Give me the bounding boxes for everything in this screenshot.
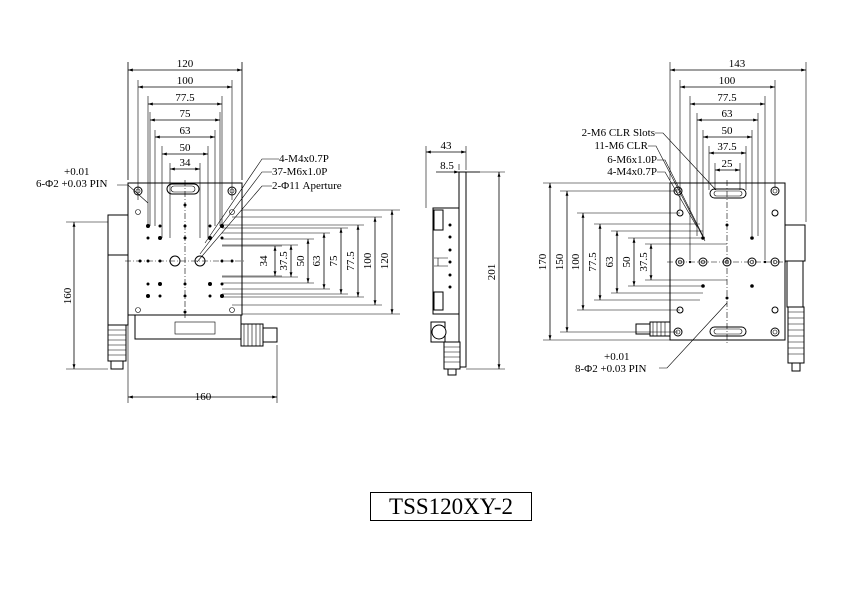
note-right-m6-holes: 6-M6x1.0P — [607, 154, 657, 166]
dim-left-height-63: 63 — [311, 255, 323, 267]
dim-right-width-37-5: 37.5 — [717, 141, 737, 153]
dim-side-height-201: 201 — [486, 264, 498, 281]
dim-right-height-63: 63 — [604, 256, 616, 268]
dim-right-height-150: 150 — [554, 253, 566, 270]
dim-right-height-37-5: 37.5 — [638, 252, 650, 272]
note-right-m6-clr: 11-M6 CLR — [594, 140, 648, 152]
side-view-body — [430, 171, 467, 376]
dim-right-height-170: 170 — [537, 253, 549, 270]
title-block: TSS120XY-2 — [370, 492, 532, 521]
note-right-pin-tolerance: +0.01 — [604, 351, 629, 363]
note-left-pin-tolerance: +0.01 — [64, 166, 89, 178]
dim-left-width-77-5: 77.5 — [175, 92, 195, 104]
note-left-m6-holes: 37-M6x1.0P — [272, 166, 327, 178]
right-height-dimensions — [543, 182, 727, 341]
dim-left-bottom-160: 160 — [195, 391, 212, 403]
dim-side-width-43: 43 — [441, 140, 453, 152]
dim-right-width-25: 25 — [722, 158, 734, 170]
side-view: 43 8.5 201 — [425, 140, 505, 376]
dim-right-height-100: 100 — [570, 253, 582, 270]
side-dimensions — [425, 146, 505, 370]
note-right-clr-slots: 2-M6 CLR Slots — [582, 127, 655, 139]
drawing-title: TSS120XY-2 — [389, 494, 513, 519]
dim-left-side-160: 160 — [62, 287, 74, 304]
left-note-leaders — [117, 158, 279, 263]
dim-left-width-120: 120 — [177, 58, 194, 70]
dim-left-width-34: 34 — [180, 157, 192, 169]
note-left-m4-holes: 4-M4x0.7P — [279, 153, 329, 165]
left-view-body — [107, 180, 278, 370]
dim-left-height-120: 120 — [379, 252, 391, 269]
right-view: 143 100 77.5 63 50 37.5 25 — [537, 58, 807, 375]
dim-right-width-50: 50 — [722, 125, 734, 137]
dim-right-width-77-5: 77.5 — [717, 92, 737, 104]
note-right-m4-holes: 4-M4x0.7P — [607, 166, 657, 178]
dim-left-height-34: 34 — [258, 255, 270, 267]
dim-left-height-100: 100 — [362, 252, 374, 269]
dim-left-height-50: 50 — [295, 255, 307, 267]
dim-left-width-50: 50 — [180, 142, 192, 154]
right-width-dimensions — [669, 62, 807, 260]
note-left-pin: 6-Φ2 +0.03 PIN — [36, 178, 107, 190]
dim-right-width-63: 63 — [722, 108, 734, 120]
left-view: 120 100 77.5 75 63 50 34 — [36, 58, 400, 403]
right-view-body — [635, 180, 806, 372]
left-overall-dimensions — [66, 221, 278, 403]
left-width-dimensions — [127, 62, 243, 238]
dim-left-height-77-5: 77.5 — [345, 251, 357, 271]
right-note-leaders — [648, 132, 728, 369]
dim-left-height-75: 75 — [328, 255, 340, 267]
dim-side-offset-8-5: 8.5 — [440, 160, 454, 172]
dim-right-height-77-5: 77.5 — [587, 252, 599, 272]
note-left-aperture: 2-Φ11 Aperture — [272, 180, 342, 192]
dim-left-width-63: 63 — [180, 125, 192, 137]
dim-left-height-37-5: 37.5 — [278, 251, 290, 271]
dim-left-width-75: 75 — [180, 108, 192, 120]
note-right-pin: 8-Φ2 +0.03 PIN — [575, 363, 646, 375]
dim-right-width-143: 143 — [729, 58, 746, 70]
dim-right-width-100: 100 — [719, 75, 736, 87]
dim-left-width-100: 100 — [177, 75, 194, 87]
dim-right-height-50: 50 — [621, 256, 633, 268]
left-height-dimensions — [222, 209, 400, 315]
